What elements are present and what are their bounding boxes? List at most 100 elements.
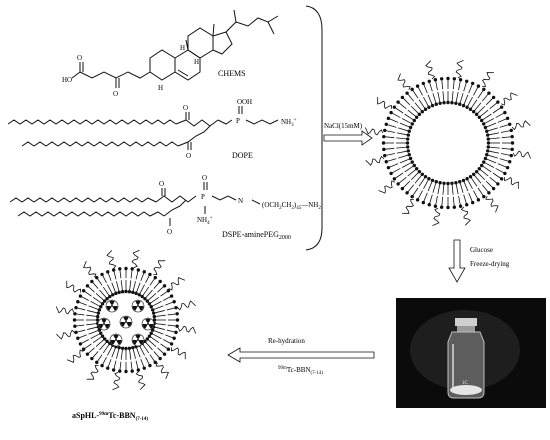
lipid-tail [79, 334, 87, 339]
lipid-head [408, 125, 413, 130]
peg-chain [455, 60, 464, 79]
lipid-head [382, 134, 386, 139]
lipid-tail [417, 190, 423, 199]
lipid-tail [92, 351, 99, 358]
vial-label: 1C [462, 381, 469, 386]
lipid-head [479, 118, 484, 123]
lipid-head [169, 294, 174, 298]
lipid-tail [86, 323, 97, 326]
lipid-head [415, 198, 420, 202]
lipid-head [137, 293, 141, 297]
lipid-head [458, 102, 462, 106]
lipid-tail [102, 286, 110, 296]
lipid-head [97, 328, 102, 332]
lipid-tail [111, 347, 116, 358]
lipid-head [410, 194, 414, 199]
radiation-icon [141, 317, 155, 331]
lipid-head [486, 141, 491, 145]
lipid-head [111, 293, 115, 297]
lipid-head [486, 133, 490, 137]
chems-structure [71, 9, 279, 88]
lipid-head [384, 160, 388, 164]
lipid-head [442, 100, 446, 105]
peg-chain [378, 180, 396, 194]
lipid-head [482, 122, 486, 126]
lipid-head [505, 165, 510, 170]
lipid-head [470, 200, 475, 205]
lipid-tail [153, 351, 160, 358]
lipid-head [151, 311, 156, 315]
lipid-head [503, 171, 507, 176]
lipid-tail [140, 273, 145, 281]
lipid-head [496, 182, 500, 186]
peg-chain [377, 97, 392, 109]
lipid-head [136, 268, 141, 272]
lipid-head [152, 314, 156, 319]
lipid-tail [489, 132, 500, 136]
lipid-head [130, 267, 134, 271]
lipid-head [118, 267, 122, 271]
lipid-tail [499, 124, 509, 128]
lipid-tail [157, 286, 164, 293]
chems-ho-text: HO [62, 76, 72, 84]
lipid-tail [392, 112, 401, 118]
lipid-tail [97, 278, 103, 286]
peg-chain [397, 73, 411, 91]
lipid-tail [495, 112, 504, 118]
lipid-head [383, 153, 387, 158]
lipid-head [476, 84, 481, 88]
lipid-head [90, 356, 94, 361]
lipid-tail [403, 180, 411, 188]
lipid-tail [111, 282, 116, 293]
lipid-head [452, 205, 457, 209]
lipid-head [458, 204, 463, 208]
radiation-icon [109, 333, 123, 347]
lipid-head [389, 110, 393, 115]
lipid-head [127, 346, 132, 350]
lipid-head [392, 105, 397, 109]
lipid-head [158, 279, 162, 284]
lipid-head [509, 128, 513, 133]
lipid-tail [132, 349, 136, 359]
lipid-head [105, 296, 109, 301]
lipid-tail [92, 282, 99, 289]
lipid-head [427, 105, 431, 109]
lipid-head [465, 177, 469, 181]
lipid-tail [155, 323, 166, 326]
lipid-tail [149, 278, 155, 286]
lipid-tail [145, 357, 150, 365]
lipid-head [452, 77, 457, 81]
lipid-tail [471, 177, 478, 187]
lipid-tail [480, 109, 489, 117]
lipid-head [474, 169, 479, 174]
lipid-tail [139, 284, 145, 294]
lipid-head [74, 330, 78, 335]
lipid-tail [148, 339, 157, 347]
lipid-tail [392, 168, 401, 174]
lipid-head [461, 103, 466, 108]
peg-chain [153, 260, 166, 275]
lipid-head [95, 360, 99, 365]
lipid-head [508, 160, 512, 164]
lipid-tail [441, 80, 444, 90]
lipid-tail [441, 196, 444, 206]
radiation-icon [131, 299, 145, 313]
lipid-head [147, 302, 152, 306]
lipid-tail [107, 273, 112, 281]
lipid-tail [407, 184, 415, 192]
lipid-tail [468, 192, 473, 202]
freeze-drying-arrow [448, 239, 466, 283]
peg-chain [106, 250, 117, 269]
lipid-tail [412, 187, 419, 196]
lipid-head [405, 191, 409, 195]
lipid-head [174, 305, 178, 310]
lipid-tail [129, 280, 132, 291]
lipid-tail [396, 132, 407, 136]
peg-chain [56, 329, 75, 340]
lipid-tail [102, 275, 107, 283]
lipid-head [417, 112, 422, 117]
lipid-head [127, 290, 132, 294]
lipid-head [120, 346, 125, 350]
lipid-head [491, 186, 496, 191]
lipid-head [162, 352, 167, 356]
